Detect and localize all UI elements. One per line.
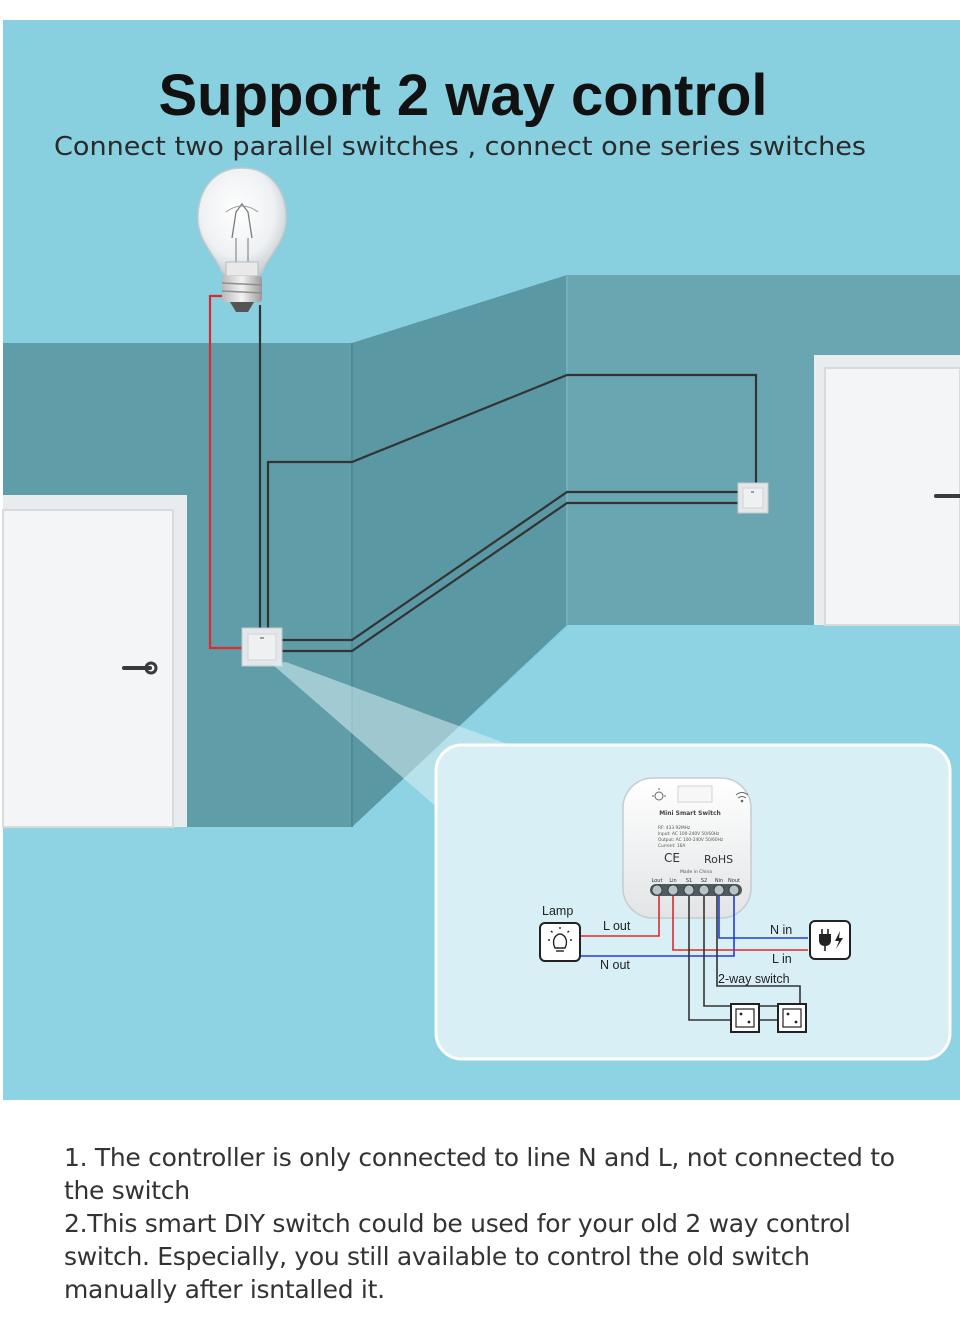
- mini-smart-switch: Mini Smart Switch RF: 433.92MHz Input: A…: [622, 777, 752, 919]
- left-wall-switch: [241, 627, 283, 667]
- terminal-screw: [667, 884, 679, 896]
- diagram-scene: Mini Smart Switch RF: 433.92MHz Input: A…: [2, 20, 960, 1100]
- page-title: Support 2 way control: [158, 63, 767, 128]
- ce-mark: CE: [664, 851, 680, 865]
- lamp-icon: [548, 927, 572, 952]
- terminal-label: Nout: [728, 878, 740, 884]
- power-plug-box: [809, 920, 851, 960]
- terminal-screw: [728, 884, 740, 896]
- right-door: [814, 355, 960, 626]
- terminal-screw: [683, 884, 695, 896]
- rohs-mark: RoHS: [704, 853, 733, 866]
- schematic-wires: [580, 896, 808, 1021]
- left-door: [2, 495, 187, 828]
- l-out-label: L out: [603, 919, 631, 933]
- terminal-label: Lin: [669, 878, 676, 884]
- note-2: 2.This smart DIY switch could be used fo…: [64, 1209, 851, 1304]
- terminal-label: Lout: [652, 878, 663, 884]
- terminal-screw: [713, 884, 725, 896]
- plug-icon: [819, 929, 843, 951]
- made-in-label: Made in China: [680, 869, 712, 875]
- terminal-label: S1: [686, 878, 692, 884]
- note-1: 1. The controller is only connected to l…: [64, 1143, 895, 1205]
- wifi-icon: [735, 792, 749, 803]
- lamp-box: [539, 922, 581, 962]
- n-in-label: N in: [770, 923, 792, 937]
- l-in-label: L in: [772, 952, 792, 966]
- module-spec-rf: RF: 433.92MHz: [658, 825, 691, 831]
- terminal-screw: [698, 884, 710, 896]
- notes: 1. The controller is only connected to l…: [64, 1141, 904, 1306]
- lamp-label: Lamp: [542, 904, 573, 918]
- module-spec-output: Output: AC 100-240V 50/60Hz: [658, 837, 724, 843]
- light-icon: [652, 788, 666, 801]
- module-name: Mini Smart Switch: [659, 810, 721, 817]
- wall-wiring: [258, 305, 758, 653]
- terminal-label: S2: [701, 878, 707, 884]
- terminal-screw: [651, 884, 663, 896]
- module-spec-current: Current: 16A: [658, 843, 685, 849]
- module-spec-input: Input: AC 100-240V 50/60Hz: [658, 831, 720, 837]
- terminal-label: Nin: [715, 878, 723, 884]
- page-subtitle: Connect two parallel switches , connect …: [54, 132, 866, 162]
- n-out-label: N out: [600, 958, 630, 972]
- two-way-switch-right: [777, 1003, 807, 1033]
- light-bulb-icon: [197, 167, 287, 312]
- two-way-switch-left: [730, 1003, 760, 1033]
- middle-wall: [352, 275, 567, 827]
- two-way-switch-label: 2-way switch: [718, 972, 790, 986]
- right-wall-switch: [737, 482, 769, 514]
